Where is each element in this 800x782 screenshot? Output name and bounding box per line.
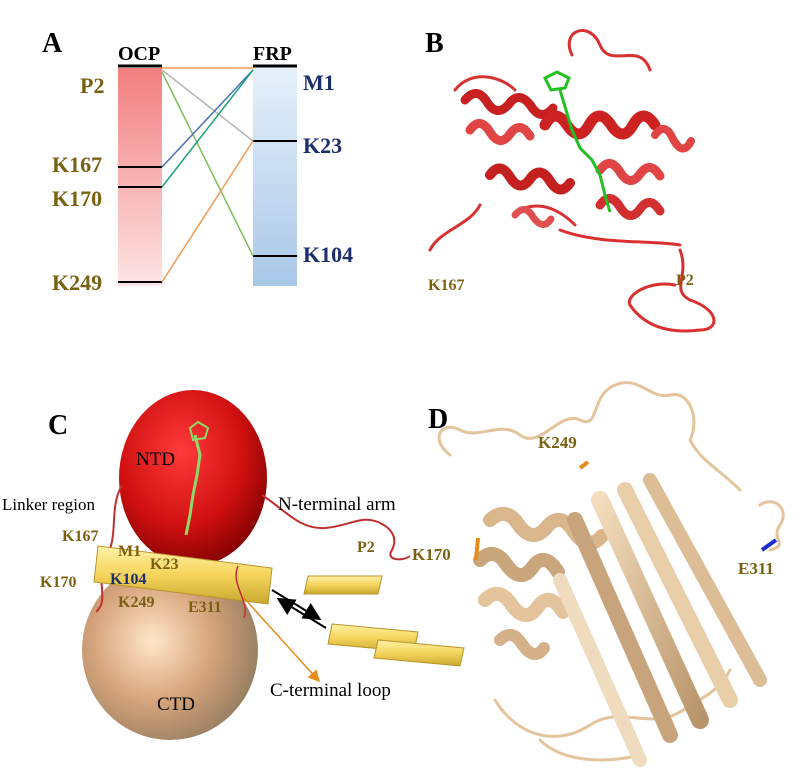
crosslink-k170-m1 bbox=[161, 69, 254, 188]
frp-cartoon-structure bbox=[428, 29, 716, 333]
frp-label-k23: K23 bbox=[303, 133, 342, 158]
e311-highlight bbox=[760, 538, 778, 552]
panel-d-letter: D bbox=[428, 404, 448, 435]
b-label-k167: K167 bbox=[428, 277, 464, 294]
b-label-p2: P2 bbox=[676, 272, 694, 289]
c-label-k23: K23 bbox=[150, 556, 178, 573]
ctd-sphere bbox=[82, 560, 258, 740]
d-label-k170: K170 bbox=[412, 545, 451, 564]
crosslink-p2-k104 bbox=[161, 71, 254, 257]
panel-a: A OCP FRP P2 K167 K170 K249 M1 K23 K104 bbox=[42, 28, 353, 295]
panel-a-letter: A bbox=[42, 28, 63, 59]
crosslink-k249-k23 bbox=[161, 140, 254, 283]
ocp-label-k167: K167 bbox=[52, 152, 102, 177]
c-label-m1: M1 bbox=[118, 543, 141, 560]
panel-c: C NTD CTD Linker region N-terminal arm C… bbox=[2, 390, 465, 740]
ctd-label: CTD bbox=[157, 694, 195, 715]
n-terminal-arm-label: N-terminal arm bbox=[278, 494, 396, 515]
c-label-k170: K170 bbox=[40, 574, 76, 591]
ocp-label-p2: P2 bbox=[80, 73, 104, 98]
carotenoid-ring bbox=[188, 420, 210, 442]
crosslink-k167-m1 bbox=[161, 69, 254, 168]
frp-bar-bound bbox=[93, 545, 273, 605]
ocp-label-k249: K249 bbox=[52, 270, 102, 295]
frp-label-k104: K104 bbox=[303, 242, 353, 267]
frp-bar-free-1 bbox=[303, 575, 383, 595]
ligand-stick bbox=[542, 70, 612, 213]
c-label-k249: K249 bbox=[118, 594, 154, 611]
panel-c-letter: C bbox=[48, 410, 68, 441]
ocp-bar bbox=[118, 68, 162, 286]
frp-bar bbox=[253, 68, 297, 286]
crosslink-p2-k23 bbox=[161, 69, 254, 142]
linker-region-label: Linker region bbox=[2, 495, 95, 514]
n-terminal-arm bbox=[261, 494, 411, 561]
frp-bar-free-3 bbox=[373, 639, 465, 667]
c-terminal-loop-trace bbox=[235, 565, 246, 619]
panel-b-letter: B bbox=[425, 28, 444, 59]
d-label-k249: K249 bbox=[538, 433, 577, 452]
frp-header: FRP bbox=[253, 43, 292, 65]
c-label-e311: E311 bbox=[188, 599, 222, 616]
panel-d: D K249 K170 E311 bbox=[412, 381, 785, 767]
ocp-header: OCP bbox=[118, 43, 160, 65]
panel-b: B K167 P2 bbox=[425, 28, 716, 333]
d-label-e311: E311 bbox=[738, 559, 774, 578]
frp-label-m1: M1 bbox=[303, 70, 335, 95]
ocp-label-k170: K170 bbox=[52, 186, 102, 211]
c-label-p2: P2 bbox=[357, 539, 375, 556]
c-label-k167: K167 bbox=[62, 528, 98, 545]
c-label-k104: K104 bbox=[110, 571, 146, 588]
k249-highlight bbox=[578, 460, 590, 470]
k170-highlight bbox=[474, 537, 480, 561]
ntd-ellipsoid bbox=[119, 390, 267, 566]
ctd-cartoon-structure bbox=[437, 381, 785, 767]
c-terminal-loop-label: C-terminal loop bbox=[270, 680, 391, 701]
carotenoid-stick bbox=[184, 434, 202, 536]
equilibrium-arrow-reverse bbox=[276, 597, 327, 629]
ntd-label: NTD bbox=[136, 449, 175, 470]
c-terminal-loop-pointer bbox=[243, 597, 321, 683]
